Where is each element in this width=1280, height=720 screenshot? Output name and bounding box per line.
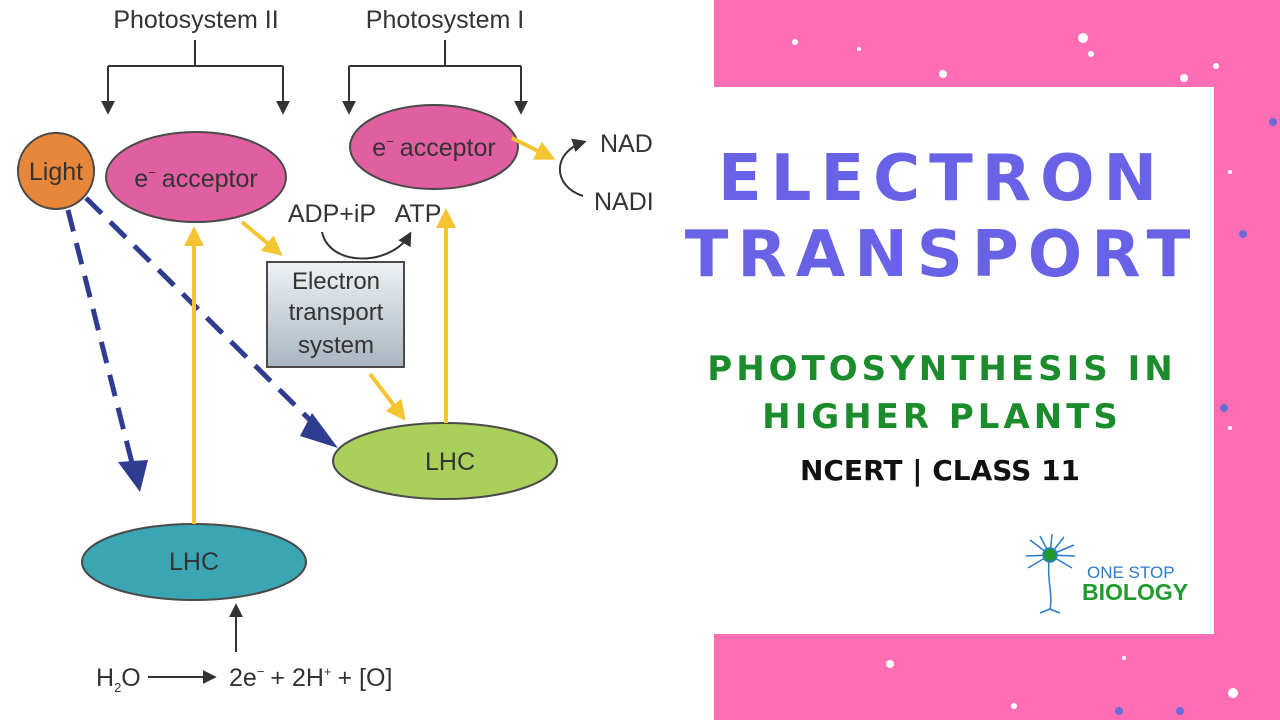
- logo-line-1: ONE STOP: [1087, 563, 1175, 582]
- e-acceptor-ps2-e: e: [134, 165, 148, 193]
- ets-label-line-2: transport: [289, 299, 384, 326]
- title-line-1: ELECTRON: [718, 142, 1166, 216]
- e-acceptor-ps2-word: acceptor: [162, 165, 258, 193]
- subtitle-line-2: HIGHER PLANTS: [762, 397, 1122, 437]
- nadp-label: NAD: [600, 130, 653, 158]
- logo-line-2: BIOLOGY: [1082, 579, 1188, 605]
- photosystem-ii-bracket: [101, 40, 290, 115]
- light-dashed-arrows: [65, 196, 338, 492]
- subtitle-line-1: PHOTOSYNTHESIS IN: [707, 349, 1176, 389]
- light-label: Light: [29, 158, 83, 186]
- lhc-ps1-label: LHC: [425, 448, 475, 476]
- title-panel: ELECTRON TRANSPORT PHOTOSYNTHESIS IN HIG…: [685, 0, 1280, 720]
- water-subscript: 2: [114, 680, 121, 695]
- e-acceptor-ps2-minus: −: [148, 165, 156, 180]
- photosystem-ii-label: Photosystem II: [113, 6, 278, 34]
- e-acceptor-ps1-e: e: [372, 134, 386, 162]
- e-acceptor-ps1: [349, 104, 519, 190]
- e-acceptor-ps2: [105, 131, 287, 223]
- ets-label-line-3: system: [298, 332, 374, 359]
- nadp-curved-arrow: [559, 138, 587, 197]
- atp-synthesis-arrow: [321, 231, 412, 260]
- one-stop-biology-logo: ONE STOP BIOLOGY: [1025, 533, 1188, 614]
- products-electrons: 2e: [229, 664, 257, 692]
- neuron-icon: [1025, 533, 1076, 614]
- e-acceptor-ps1-minus: −: [386, 134, 394, 149]
- water-h: H: [96, 664, 114, 692]
- e-acceptor-ps1-label: e−acceptor: [372, 134, 495, 162]
- electron-flow-arrows: [184, 136, 556, 524]
- nadph-label: NADI: [594, 188, 654, 216]
- title-line-2: TRANSPORT: [685, 218, 1200, 292]
- white-card: [714, 87, 1214, 634]
- products-oxygen: + [O]: [338, 664, 393, 692]
- water-label: H2O: [96, 664, 141, 695]
- tagline: NCERT | CLASS 11: [800, 454, 1080, 487]
- z-scheme-diagram: Photosystem II Photosystem I Light e−acc: [17, 6, 654, 695]
- light-node: [17, 132, 95, 210]
- products-protons: + 2H: [270, 664, 324, 692]
- photosystem-i-label: Photosystem I: [366, 6, 524, 34]
- electron-transport-system-box: [266, 261, 405, 368]
- adp-label: ADP+iP: [288, 200, 376, 228]
- e-acceptor-ps2-label: e−acceptor: [134, 165, 257, 193]
- water-o: O: [121, 664, 140, 692]
- water-products-label: 2e−+ 2H+ + [O]: [229, 664, 392, 692]
- decorative-dots: [792, 33, 1277, 715]
- atp-label: ATP: [395, 200, 442, 228]
- lhc-ps2-label: LHC: [169, 548, 219, 576]
- e-acceptor-ps1-word: acceptor: [400, 134, 496, 162]
- ets-label-line-1: Electron: [292, 268, 380, 295]
- products-proton-plus: +: [324, 664, 332, 679]
- products-electron-minus: −: [257, 664, 265, 679]
- photosystem-i-bracket: [342, 40, 528, 115]
